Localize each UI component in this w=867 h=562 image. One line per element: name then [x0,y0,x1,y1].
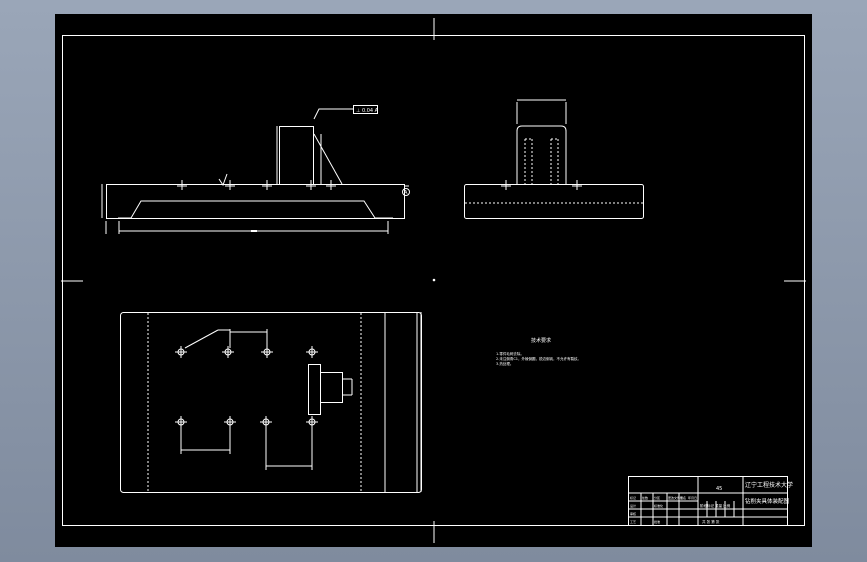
title-block-school: 辽宁工程技术大学 [745,481,793,489]
centering-marks [61,18,806,543]
title-block-label-approve: 批准 [654,519,660,524]
title-block-label-design: 设计 [630,503,636,508]
tech-requirement-1: 1.零件毛刺去除。 [496,351,524,356]
title-block-sheet-row: 共 张 第 张 [702,519,720,524]
title-block-material: 45 [716,486,722,492]
title-block-label-sign: 签名 [680,495,686,500]
title-block-label-count: 处数 [642,495,648,500]
title-block-drawing-name: 钻削夹具体装配图 [745,497,790,505]
title-block-label-zone: 分区 [654,495,660,500]
tech-requirements-title: 技术要求 [531,337,551,344]
title-block-label-mark: 标记 [630,495,636,500]
front-view: ⊥ 0.04 A A [101,105,410,234]
datum-label: A [404,190,408,196]
drawing-sheet: ⊥ 0.04 A A [55,14,812,547]
tech-requirement-2: 2.未注倒角C1，外棱倒圆，锐边倒钝，不允许有裂纹。 [496,356,581,361]
title-block-label-process: 工艺 [630,519,636,524]
title-block-label-std: 标准化 [654,503,663,508]
title-block-label-change: 更改文件号 [668,495,683,500]
title-block-scale-row: 阶段标记 重量 比例 [700,503,731,508]
side-view [464,99,644,219]
title-block-label-date: 年月日 [688,495,697,500]
title-block-label-review: 审核 [630,511,636,516]
datum-callout: ⊥ 0.04 A [356,108,379,114]
tech-requirement-3: 3.热处理。 [496,361,513,366]
tech-requirements: 技术要求 1.零件毛刺去除。 2.未注倒角C1，外棱倒圆，锐边倒钝，不允许有裂纹… [496,337,581,366]
top-view [120,312,422,493]
title-block: 辽宁工程技术大学 钻削夹具体装配图 45 阶段标记 重量 比例 共 张 第 张 … [628,476,793,526]
